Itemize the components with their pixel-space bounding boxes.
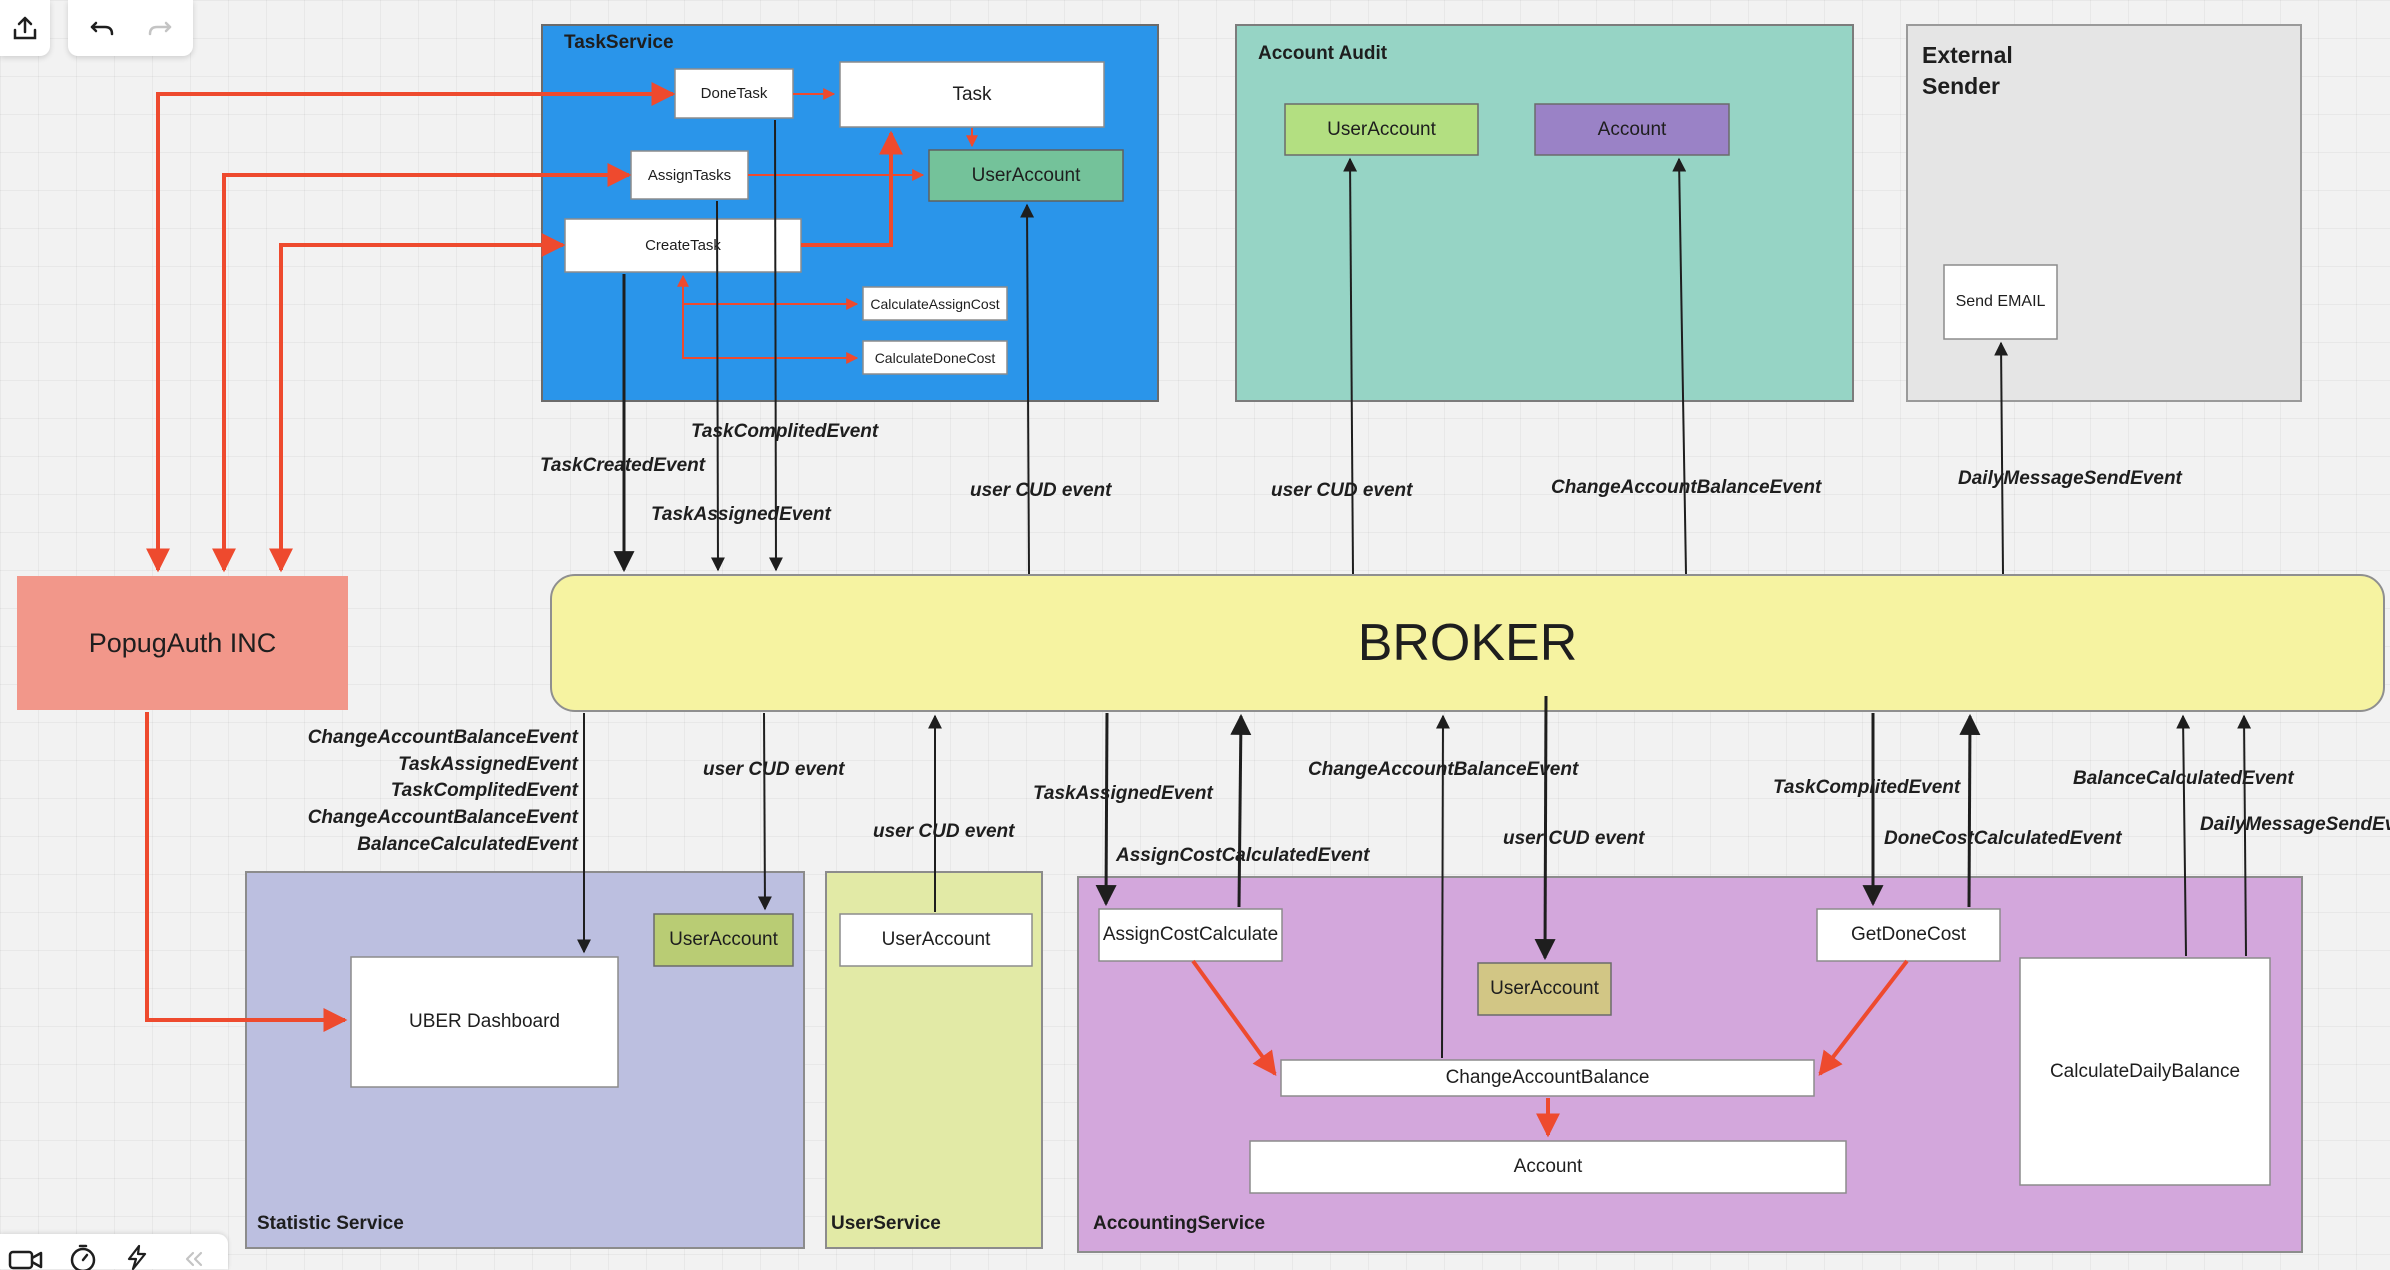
event-label-acc-user-cud: user CUD event bbox=[1503, 828, 1645, 849]
event-label-user-cud-task-service: user CUD event bbox=[970, 480, 1112, 501]
ts-calc-done-cost-node[interactable] bbox=[862, 340, 1008, 375]
arrow-assigntasks-broker bbox=[710, 200, 725, 572]
event-label-acc-assign-cost-calculated: AssignCostCalculatedEvent bbox=[1116, 845, 1370, 866]
arrow-broker-assign-cost bbox=[1095, 712, 1117, 907]
sync-arrow-assigntasks bbox=[212, 163, 632, 573]
event-label-user-cud-account-audit: user CUD event bbox=[1271, 480, 1413, 501]
arrow-broker-ts-useraccount bbox=[1020, 203, 1035, 575]
sync-arrow-donetask bbox=[146, 82, 676, 573]
external-sender-title-line2: Sender bbox=[1922, 73, 2000, 99]
ss-user-account-node[interactable] bbox=[653, 913, 794, 967]
event-label-task-complited-top: TaskComplitedEvent bbox=[691, 421, 879, 442]
arrow-broker-aa-useraccount bbox=[1343, 157, 1358, 575]
ac-calculate-daily-balance-node[interactable] bbox=[2019, 957, 2271, 1186]
external-sender-title-line1: External bbox=[1922, 42, 2013, 68]
ac-assign-cost-calculate-node[interactable] bbox=[1098, 908, 1283, 962]
upload-button[interactable] bbox=[0, 2, 50, 54]
upload-icon bbox=[13, 16, 37, 40]
event-label-change-balance-account-audit: ChangeAccountBalanceEvent bbox=[1551, 477, 1822, 498]
event-label-stat-user-cud: user CUD event bbox=[703, 759, 845, 780]
account-audit-frame[interactable] bbox=[1235, 24, 1854, 402]
redo-icon bbox=[148, 21, 172, 36]
event-label-acc-daily-message: DailyMessageSendEve bbox=[2200, 814, 2390, 835]
sync-connectors bbox=[145, 82, 1909, 1138]
arrow-broker-aa-account bbox=[1672, 157, 1687, 575]
popug-auth-node[interactable] bbox=[17, 576, 348, 710]
statistic-service-title: Statistic Service bbox=[257, 1213, 404, 1234]
redo-button[interactable] bbox=[134, 2, 186, 54]
event-label-stat-task-complited: TaskComplitedEvent bbox=[390, 780, 578, 801]
collapse-icon[interactable] bbox=[182, 1250, 206, 1268]
task-service-title: TaskService bbox=[564, 32, 674, 53]
event-label-userservice-user-cud: user CUD event bbox=[873, 821, 1015, 842]
es-send-email-node[interactable] bbox=[1943, 264, 2058, 340]
sync-arrow-popug-dashboard bbox=[145, 712, 348, 1032]
event-label-stat-change-balance-1: ChangeAccountBalanceEvent bbox=[307, 727, 578, 748]
toolbar-upload bbox=[0, 0, 50, 56]
sync-arrow-create-calcdone bbox=[682, 304, 859, 364]
async-connectors bbox=[577, 119, 2252, 1059]
broker-node[interactable] bbox=[550, 574, 2385, 712]
ts-create-task-node[interactable] bbox=[564, 218, 802, 273]
ac-get-done-cost-node[interactable] bbox=[1816, 908, 2001, 962]
arrow-broker-ac-useraccount bbox=[1534, 695, 1556, 961]
arrow-cab-broker bbox=[1435, 714, 1450, 1059]
ts-assign-tasks-node[interactable] bbox=[630, 150, 749, 200]
arrow-assign-cost-broker bbox=[1230, 713, 1252, 908]
arrow-get-done-cost-broker bbox=[1959, 713, 1981, 908]
arrow-broker-ss-useraccount bbox=[757, 712, 772, 911]
sync-arrow-createtask-task bbox=[801, 130, 903, 247]
ts-calc-assign-cost-node[interactable] bbox=[862, 286, 1008, 321]
ts-done-task-node[interactable] bbox=[674, 68, 794, 119]
sync-connectors-thin bbox=[677, 88, 978, 364]
event-label-task-created-top: TaskCreatedEvent bbox=[540, 455, 706, 476]
undo-button[interactable] bbox=[76, 2, 128, 54]
user-service-title: UserService bbox=[831, 1213, 941, 1234]
event-label-daily-message-top: DailyMessageSendEvent bbox=[1958, 468, 2182, 489]
video-icon[interactable] bbox=[8, 1248, 44, 1270]
event-label-acc-task-assigned: TaskAssignedEvent bbox=[1033, 783, 1213, 804]
event-label-acc-done-cost-calculated: DoneCostCalculatedEvent bbox=[1884, 828, 2122, 849]
event-label-acc-balance-calculated: BalanceCalculatedEvent bbox=[2073, 768, 2294, 789]
arrow-daily-balance-broker-2 bbox=[2237, 714, 2252, 957]
ac-account-node[interactable] bbox=[1249, 1140, 1847, 1194]
ts-user-account-node[interactable] bbox=[928, 149, 1124, 202]
timer-icon[interactable] bbox=[68, 1244, 98, 1270]
arrow-broker-send-email bbox=[1994, 341, 2009, 575]
ac-change-account-balance-node[interactable] bbox=[1280, 1059, 1815, 1097]
account-audit-title: Account Audit bbox=[1258, 43, 1388, 64]
ss-uber-dashboard-node[interactable] bbox=[350, 956, 619, 1088]
arrow-donetask-broker bbox=[768, 119, 783, 572]
arrow-daily-balance-broker-1 bbox=[2176, 714, 2191, 957]
aa-account-node[interactable] bbox=[1534, 103, 1730, 156]
toolbar-bottom bbox=[0, 1234, 228, 1270]
accounting-service-title: AccountingService bbox=[1093, 1213, 1266, 1234]
event-label-stat-task-assigned: TaskAssignedEvent bbox=[398, 754, 578, 775]
ts-task-node[interactable] bbox=[839, 61, 1105, 128]
sync-arrow-assign-ca bbox=[1191, 959, 1277, 1076]
us-user-account-node[interactable] bbox=[839, 913, 1033, 967]
lightning-icon[interactable] bbox=[124, 1244, 150, 1270]
event-label-acc-task-complited: TaskComplitedEvent bbox=[1773, 777, 1961, 798]
event-label-stat-balance-calculated: BalanceCalculatedEvent bbox=[357, 834, 578, 855]
aa-user-account-node[interactable] bbox=[1284, 103, 1479, 156]
sync-arrow-createtask bbox=[269, 233, 566, 573]
event-label-task-assigned-top: TaskAssignedEvent bbox=[651, 504, 831, 525]
event-label-acc-change-balance: ChangeAccountBalanceEvent bbox=[1308, 759, 1579, 780]
undo-icon bbox=[90, 21, 114, 36]
sync-arrow-done-ca bbox=[1818, 959, 1909, 1076]
ac-user-account-node[interactable] bbox=[1477, 962, 1612, 1016]
toolbar-history bbox=[68, 0, 193, 56]
event-label-stat-change-balance-2: ChangeAccountBalanceEvent bbox=[307, 807, 578, 828]
